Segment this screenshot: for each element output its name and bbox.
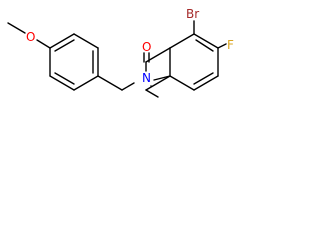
bond-b1 (169, 33, 195, 49)
bond-lines (7, 20, 227, 98)
molecule-structure: Br F O N O (7, 7, 234, 98)
bond-ring4 (73, 75, 99, 91)
bond-methyl-o (7, 22, 26, 34)
atom-o-carbonyl: O (142, 40, 151, 54)
bond-ring-ch2 (97, 75, 123, 91)
atom-o-methoxy: O (26, 30, 35, 44)
atom-n: N (142, 71, 151, 85)
bond-ring-inner3 (54, 72, 75, 85)
bond-b5 (169, 75, 195, 91)
bond-b-inner2 (193, 72, 214, 85)
bond-n-c3 (153, 75, 171, 81)
bond-b4 (193, 75, 219, 91)
bond-c1-c8a (145, 47, 171, 63)
bond-ring5 (49, 75, 75, 91)
atom-br: Br (186, 7, 199, 21)
bond-c4a-c4 (145, 75, 171, 91)
bond-ring2 (73, 33, 99, 49)
bond-c4-c3 (145, 89, 159, 98)
bond-ring1 (49, 33, 75, 49)
atom-f: F (227, 38, 234, 52)
bond-ring-inner1 (54, 39, 75, 52)
bond-c6-f (217, 43, 227, 49)
bond-o-aryl (36, 39, 51, 49)
bond-ch2-n (121, 82, 135, 91)
bond-b-inner1 (195, 39, 214, 52)
bond-b2 (193, 33, 219, 49)
